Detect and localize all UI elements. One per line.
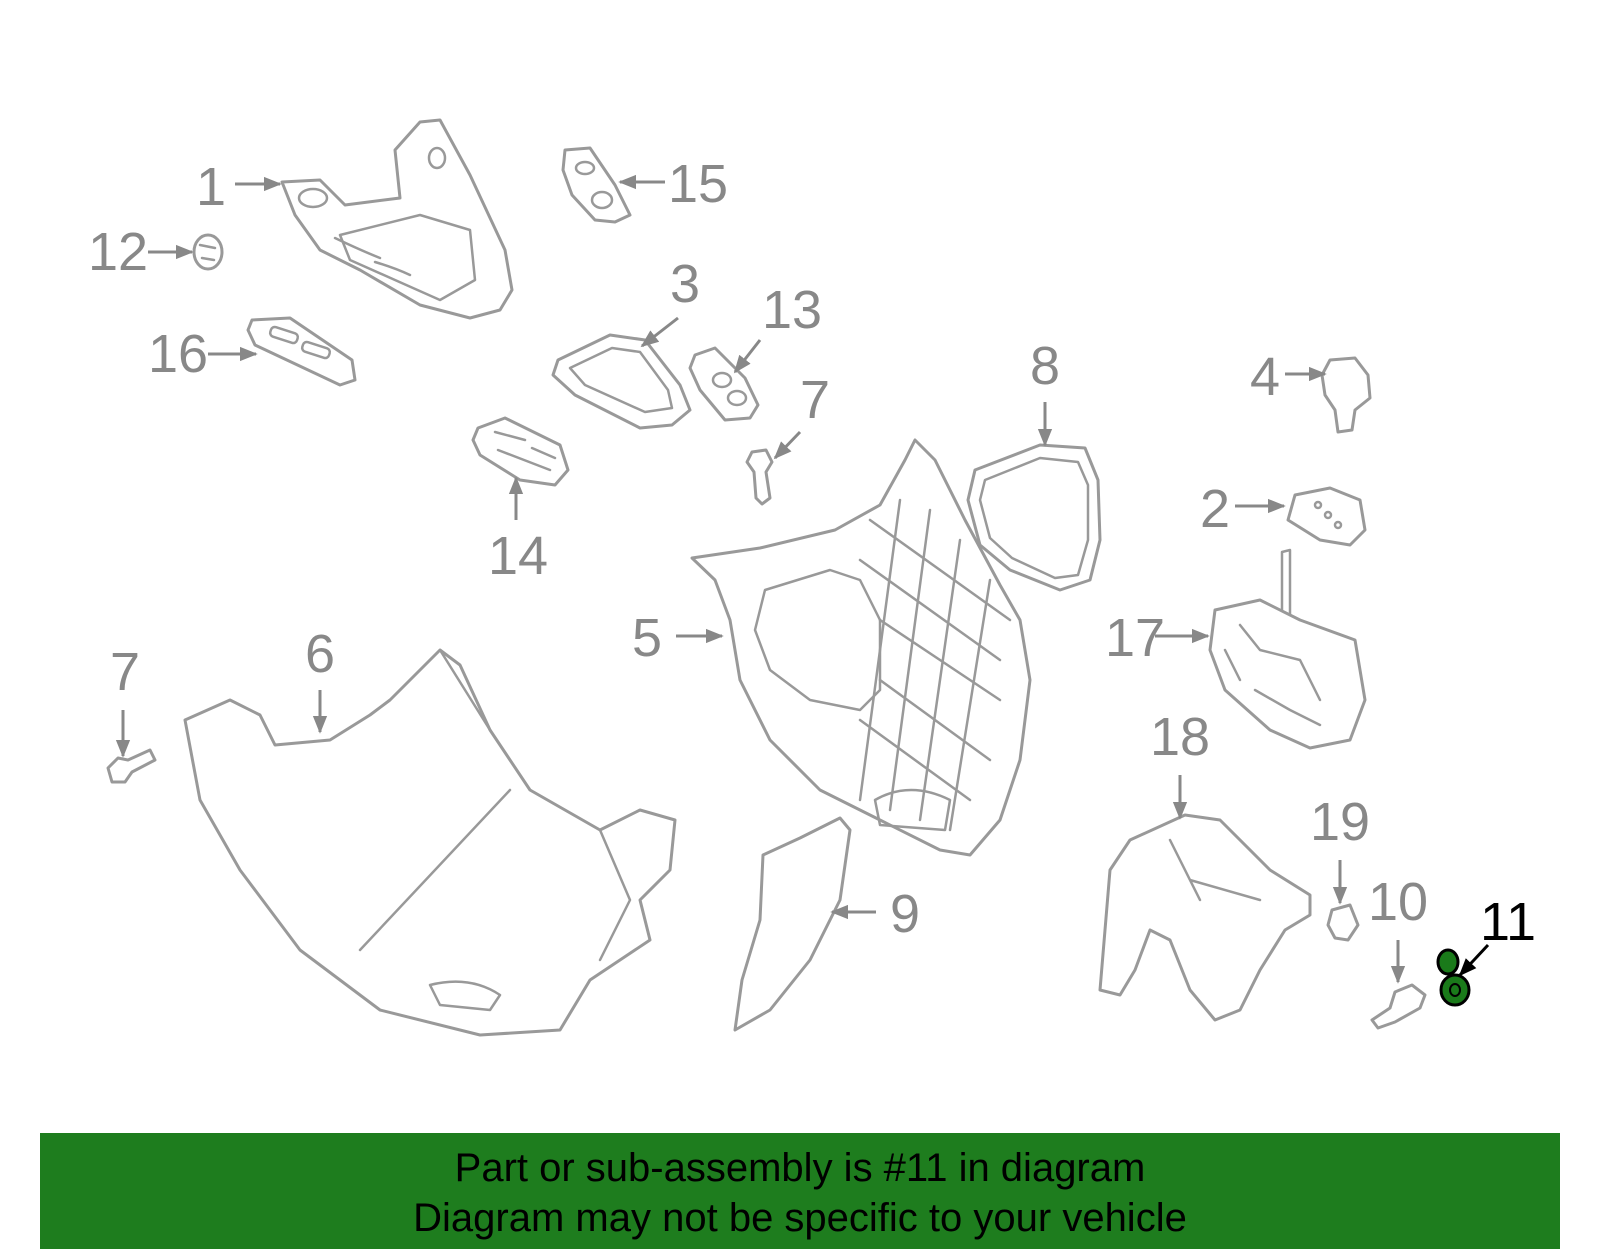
callout-7-left: 7 — [110, 642, 140, 702]
part-17-shifter-assembly — [1208, 548, 1367, 750]
part-19-clip — [1326, 903, 1360, 942]
callout-11: 11 — [1480, 892, 1536, 952]
caption-line-1: Part or sub-assembly is #11 in diagram — [454, 1146, 1146, 1190]
part-5-console-panel — [690, 438, 1032, 857]
part-7-screw-left — [106, 748, 157, 784]
callout-5: 5 — [632, 608, 662, 668]
part-11-highlighted-grommet — [1436, 948, 1471, 1007]
callout-18: 18 — [1150, 707, 1210, 767]
callout-3: 3 — [670, 254, 700, 314]
part-6-lower-console — [183, 648, 677, 1037]
part-2-indicator — [1286, 486, 1367, 547]
callout-15: 15 — [668, 154, 728, 214]
caption-line-2: Diagram may not be specific to your vehi… — [413, 1196, 1187, 1240]
callout-9: 9 — [890, 884, 920, 944]
leader-lines — [115, 174, 1490, 984]
part-13-switch — [688, 346, 760, 422]
part-18-bracket — [1098, 813, 1312, 1022]
part-16-switch — [246, 316, 357, 387]
part-10-fastener — [1370, 983, 1427, 1030]
callout-17: 17 — [1105, 608, 1165, 668]
caption-banner — [40, 1133, 1560, 1249]
callout-14: 14 — [488, 526, 548, 586]
callout-2: 2 — [1200, 479, 1230, 539]
callout-6: 6 — [305, 624, 335, 684]
callout-19: 19 — [1310, 792, 1370, 852]
part-4-shift-knob — [1320, 356, 1372, 434]
callout-4: 4 — [1250, 347, 1280, 407]
callout-7-upper: 7 — [800, 370, 830, 430]
part-15-switch-housing — [561, 146, 632, 224]
callout-labels: 1 15 12 16 3 13 14 7 8 4 2 17 5 6 7 9 18… — [88, 154, 1536, 952]
callout-1: 1 — [196, 157, 226, 217]
part-8-trim-panel — [966, 443, 1102, 592]
part-14-switch-module — [471, 416, 570, 487]
part-12-clip — [192, 233, 224, 271]
callout-10: 10 — [1368, 872, 1428, 932]
callout-16: 16 — [148, 324, 208, 384]
callout-12: 12 — [88, 222, 148, 282]
part-7-push-pin-upper — [745, 448, 774, 506]
callout-8: 8 — [1030, 336, 1060, 396]
part-9-side-trim — [733, 816, 852, 1032]
part-3-trim-ring — [551, 333, 692, 430]
callout-13: 13 — [762, 280, 822, 340]
part-1-upper-bezel — [280, 118, 514, 320]
caption-text: Part or sub-assembly is #11 in diagram D… — [40, 1133, 1560, 1249]
